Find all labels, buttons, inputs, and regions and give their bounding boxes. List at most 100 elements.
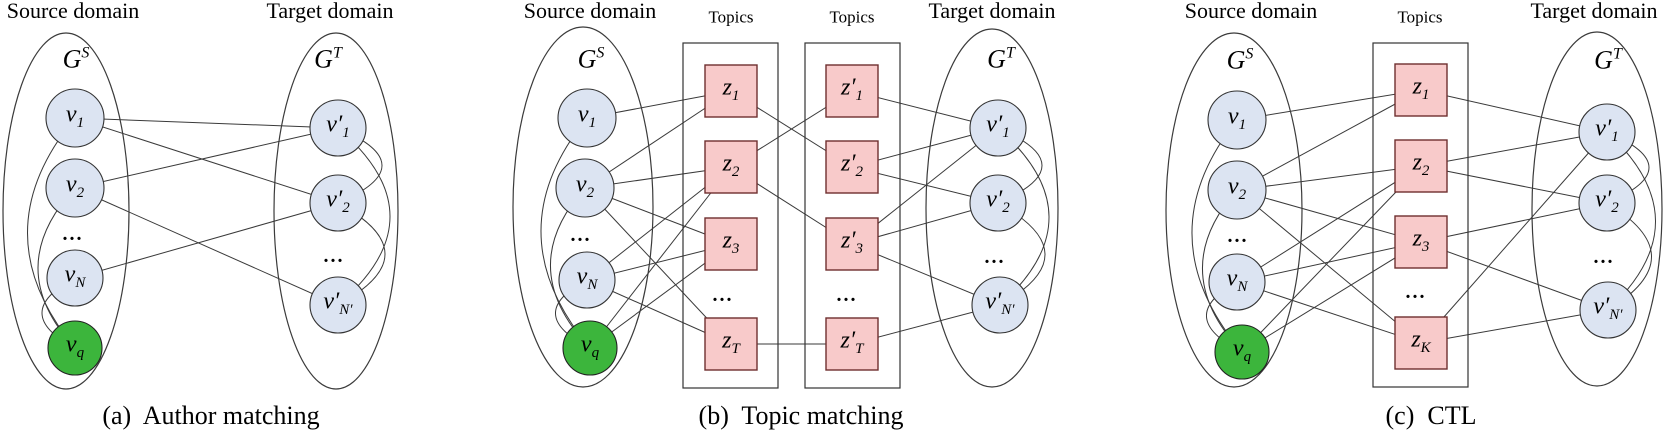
topics-box xyxy=(682,42,779,389)
edge-zK-vp1 xyxy=(1420,131,1608,344)
node-label-vpN: v′N′ xyxy=(1593,293,1623,323)
source-domain-ellipse xyxy=(1165,32,1303,388)
node-label-v1: v1 xyxy=(577,101,597,131)
topics-box xyxy=(1372,42,1469,388)
ellipsis: ... xyxy=(570,224,592,246)
ellipsis: ... xyxy=(984,246,1006,268)
node-label-v1: v1 xyxy=(1227,103,1247,133)
node-v2-shape xyxy=(45,158,105,218)
node-label-vp2: v′2 xyxy=(1595,186,1619,216)
edge-v2-z2 xyxy=(1236,165,1422,191)
node-label-zp3: z′3 xyxy=(840,227,864,257)
edge-v2-z1 xyxy=(1236,89,1422,191)
node-vN-shape xyxy=(46,249,104,307)
node-vp2-shape xyxy=(969,174,1027,232)
topics-header: Topics xyxy=(1397,7,1443,27)
node-vp2-shape xyxy=(1578,174,1636,232)
node-label-z3: z3 xyxy=(722,227,740,257)
source-domain-ellipse xyxy=(2,32,130,390)
node-label-z1: z1 xyxy=(722,74,740,104)
node-vN-shape xyxy=(1208,253,1266,311)
edge-z2-vp2 xyxy=(1420,165,1608,204)
node-label-vp1: v′1 xyxy=(326,111,350,141)
node-z3-shape xyxy=(704,217,758,271)
edge-v1-z1 xyxy=(1236,89,1422,121)
node-label-zp1: z′1 xyxy=(840,74,864,104)
node-label-vN: vN xyxy=(576,263,598,293)
node-label-v2: v2 xyxy=(575,171,595,201)
ellipsis: ... xyxy=(1227,225,1249,247)
node-label-zpT: z′T xyxy=(840,327,864,357)
edge-vq-z3 xyxy=(1241,241,1422,353)
node-label-v1: v1 xyxy=(65,101,85,131)
node-vq-shape xyxy=(47,320,103,376)
curved-edge-vp1-vpN xyxy=(337,127,391,306)
target-domain-ellipse xyxy=(925,28,1059,388)
edge-z1-vp1 xyxy=(1420,89,1608,133)
edge-z3-vpN xyxy=(1420,241,1609,311)
edge-v2-zK xyxy=(1236,189,1422,344)
edge-vN-z2 xyxy=(1236,165,1422,283)
node-v2-shape xyxy=(1207,160,1267,220)
edge-vN-zK xyxy=(1236,281,1422,344)
node-vpN-shape xyxy=(1579,281,1637,339)
curved-edge-vp1-vpN xyxy=(997,127,1050,306)
node-label-z2: z2 xyxy=(722,150,740,180)
topics-box xyxy=(804,42,901,389)
node-label-vp2: v′2 xyxy=(326,186,350,216)
node-zT-shape xyxy=(704,317,758,371)
edge-v1-vp2 xyxy=(74,117,339,204)
node-zp2-shape xyxy=(825,140,879,194)
edge-zK-vpN xyxy=(1420,309,1609,344)
edge-vq-z2 xyxy=(1241,165,1422,353)
target-graph-label: GT xyxy=(1594,45,1622,75)
node-label-vq: vq xyxy=(65,331,85,361)
node-label-vq: vq xyxy=(1232,335,1252,365)
edge-z3-vp2 xyxy=(1420,202,1608,243)
topics-header: Topics xyxy=(708,7,754,27)
node-z2-shape xyxy=(1394,139,1448,193)
node-label-z2: z2 xyxy=(1412,149,1430,179)
node-label-vp2: v′2 xyxy=(986,186,1010,216)
caption-a: (a) Author matching xyxy=(102,401,320,430)
curved-edge-vq-v1 xyxy=(1191,119,1243,353)
source-graph-label: GS xyxy=(577,44,605,74)
node-label-v2: v2 xyxy=(1227,173,1247,203)
target-domain-ellipse xyxy=(1531,31,1663,387)
node-z3-shape xyxy=(1394,215,1448,269)
node-vpN-shape xyxy=(309,276,367,334)
node-vpN-shape xyxy=(971,276,1029,334)
curved-edge-vq-v1 xyxy=(27,117,76,349)
edge-v2-z3 xyxy=(1236,189,1422,243)
node-label-vp1: v′1 xyxy=(986,111,1010,141)
node-z1-shape xyxy=(704,64,758,118)
ellipsis: ... xyxy=(323,245,345,267)
node-v1-shape xyxy=(45,88,105,148)
ellipsis: ... xyxy=(1405,281,1427,303)
node-v2-shape xyxy=(555,158,615,218)
source-domain-ellipse xyxy=(512,26,654,388)
source-graph-label: GS xyxy=(1226,45,1254,75)
node-zK-shape xyxy=(1394,316,1448,370)
node-label-vN: vN xyxy=(1226,265,1248,295)
edge-z2-vp1 xyxy=(1420,131,1608,167)
domain-header: Target domain xyxy=(1530,0,1658,23)
node-label-vpN: v′N′ xyxy=(323,288,353,318)
ellipsis: ... xyxy=(836,284,858,306)
node-vq-shape xyxy=(562,320,618,376)
node-label-zK: zK xyxy=(1411,326,1431,356)
domain-header: Target domain xyxy=(928,0,1056,23)
ellipsis: ... xyxy=(62,223,84,245)
node-label-vq: vq xyxy=(580,331,600,361)
domain-header: Target domain xyxy=(266,0,394,23)
ellipsis: ... xyxy=(712,284,734,306)
target-domain-ellipse xyxy=(273,32,399,390)
target-graph-label: GT xyxy=(987,44,1015,74)
node-vq-shape xyxy=(1214,324,1270,380)
node-zpT-shape xyxy=(825,317,879,371)
caption-b: (b) Topic matching xyxy=(698,401,904,430)
source-graph-label: GS xyxy=(62,44,90,74)
node-label-z1: z1 xyxy=(1412,73,1430,103)
node-vN-shape xyxy=(558,251,616,309)
